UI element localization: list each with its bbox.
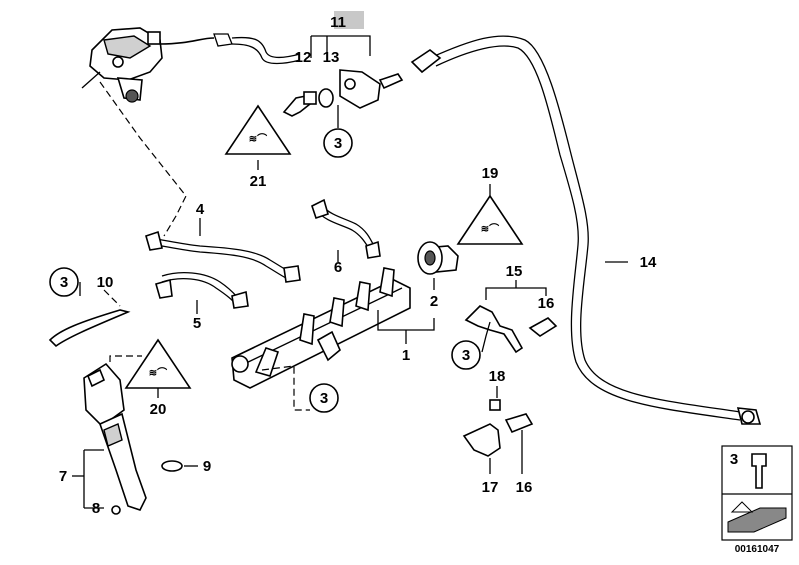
callout-14: 14 xyxy=(640,254,657,271)
callout-15: 15 xyxy=(506,263,523,280)
callout-3b: 3 xyxy=(60,274,68,291)
diagram-id: 00161047 xyxy=(735,544,780,555)
callout-17: 17 xyxy=(482,479,499,496)
callout-9: 9 xyxy=(203,458,211,475)
legend-qty: 3 xyxy=(730,451,738,468)
bracket-17 xyxy=(462,399,534,457)
callout-3d: 3 xyxy=(320,390,328,407)
callout-16b: 16 xyxy=(516,479,533,496)
callout-18: 18 xyxy=(489,368,506,385)
callout-13: 13 xyxy=(323,49,340,66)
fuel-line-14 xyxy=(410,35,762,425)
pressure-valve-2 xyxy=(417,241,459,275)
callout-19: 19 xyxy=(482,165,499,182)
legend-box xyxy=(721,445,793,541)
callout-7: 7 xyxy=(59,468,67,485)
callout-2: 2 xyxy=(430,293,438,310)
injection-line-5 xyxy=(155,271,249,309)
callout-10: 10 xyxy=(97,274,114,291)
callout-5: 5 xyxy=(193,315,201,332)
callout-6: 6 xyxy=(334,259,342,276)
seal-10 xyxy=(48,309,131,348)
svg-text:≋⌒: ≋⌒ xyxy=(249,132,267,145)
callout-21: 21 xyxy=(250,173,267,190)
callout-11: 11 xyxy=(330,14,346,31)
callout-8: 8 xyxy=(92,500,100,517)
callout-16a: 16 xyxy=(538,295,555,312)
injector-7 xyxy=(83,362,147,515)
callout-12: 12 xyxy=(295,49,312,66)
svg-text:≋⌒: ≋⌒ xyxy=(481,222,499,235)
fuel-rail xyxy=(231,267,411,389)
group-11-highlight xyxy=(334,11,364,29)
callout-20: 20 xyxy=(150,401,167,418)
injection-line-4 xyxy=(145,230,301,283)
bracket-15 xyxy=(464,305,558,354)
injection-line-6 xyxy=(311,198,381,259)
warning-triangle-21: ≋⌒ xyxy=(224,104,292,155)
callout-3a: 3 xyxy=(334,135,342,152)
callout-3c: 3 xyxy=(462,347,470,364)
callout-1: 1 xyxy=(402,347,410,364)
svg-text:≋⌒: ≋⌒ xyxy=(149,366,167,379)
warning-triangle-19: ≋⌒ xyxy=(456,194,524,245)
high-pressure-pump xyxy=(81,27,163,103)
callout-4: 4 xyxy=(196,201,205,218)
